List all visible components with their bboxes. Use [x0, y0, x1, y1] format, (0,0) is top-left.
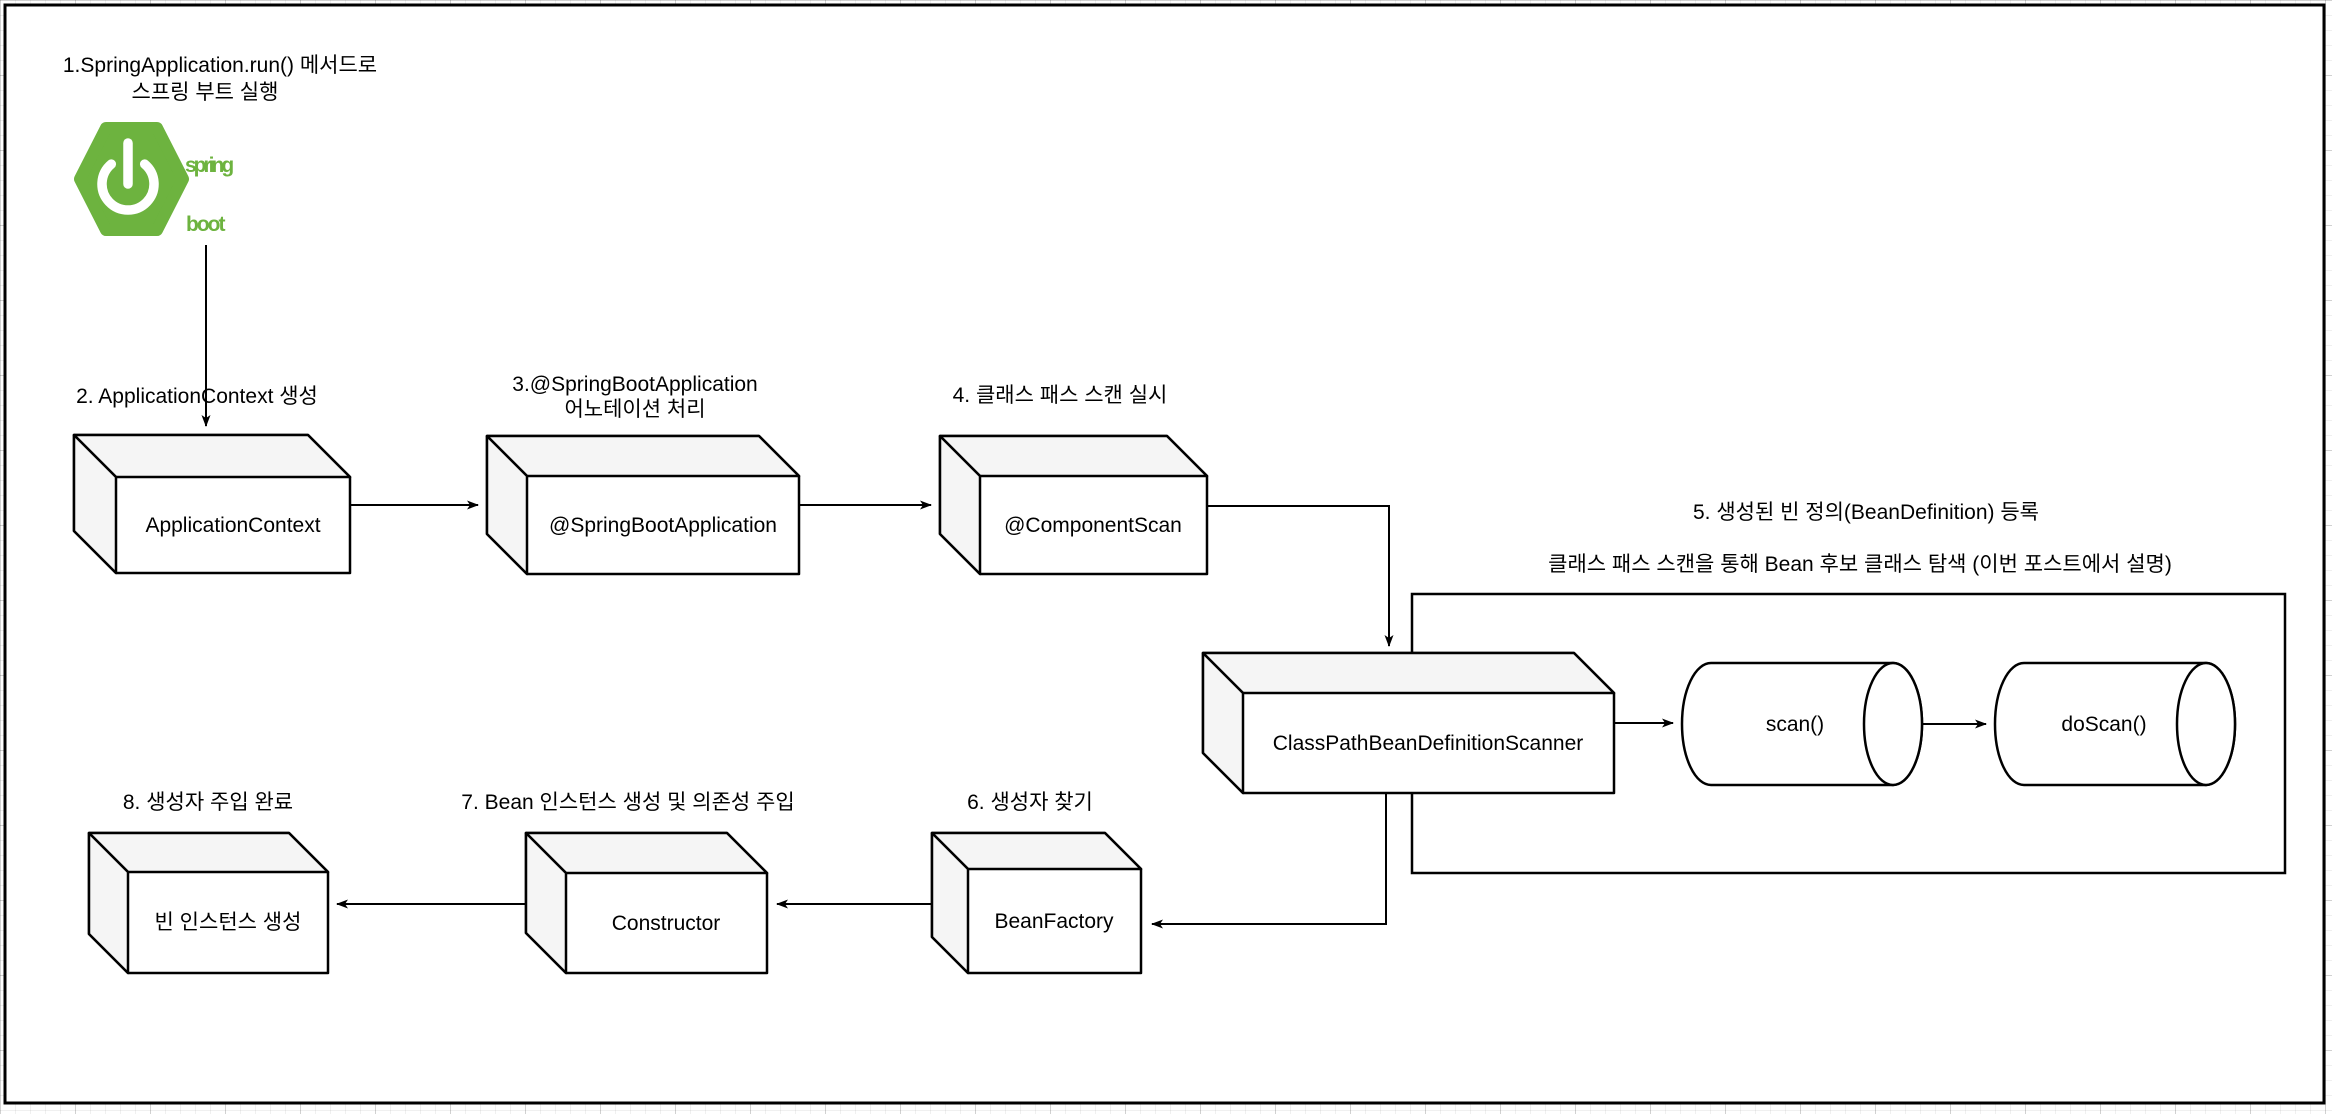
edges — [201, 245, 1987, 929]
step3-label-line2: 어노테이션 처리 — [564, 398, 705, 421]
step4-label: 4. 클래스 패스 스캔 실시 — [953, 384, 1168, 407]
step8-label: 8. 생성자 주입 완료 — [123, 791, 293, 814]
node-doscan-method: doScan() — [1993, 661, 2237, 787]
step5-label: 5. 생성된 빈 정의(BeanDefinition) 등록 클래스 패스 스캔… — [1548, 501, 2172, 576]
node-constructor: Constructor — [524, 831, 769, 975]
node-componentscan-label: @ComponentScan — [1004, 514, 1182, 537]
node-classpathbeandefinitionscanner-label: ClassPathBeanDefinitionScanner — [1273, 732, 1584, 755]
node-doscan-method-label: doScan() — [2061, 713, 2146, 736]
edge-scanner-to-beanfactory — [1151, 793, 1387, 929]
step1-label-line1: 1.SpringApplication.run() 메서드로 — [63, 54, 377, 77]
step3-label: 3.@SpringBootApplication 어노테이션 처리 — [512, 373, 757, 421]
step5-label-line2: 클래스 패스 스캔을 통해 Bean 후보 클래스 탐색 (이번 포스트에서 설… — [1548, 553, 2172, 576]
node-beanfactory-label: BeanFactory — [994, 910, 1114, 933]
step1-label: 1.SpringApplication.run() 메서드로 스프링 부트 실행 — [63, 54, 377, 104]
step1-label-line2: 스프링 부트 실행 — [132, 81, 279, 104]
node-beanfactory: BeanFactory — [930, 831, 1143, 975]
step6-label: 6. 생성자 찾기 — [967, 791, 1093, 814]
node-springbootapplication-label: @SpringBootApplication — [549, 514, 777, 537]
node-bean-instance-label: 빈 인스턴스 생성 — [155, 911, 302, 934]
node-scan-method-label: scan() — [1766, 713, 1824, 736]
logo-text-spring: spring — [185, 154, 233, 177]
step7-label: 7. Bean 인스턴스 생성 및 의존성 주입 — [461, 791, 794, 814]
node-constructor-label: Constructor — [612, 912, 721, 935]
step3-label-line1: 3.@SpringBootApplication — [512, 373, 757, 396]
edge-componentscan-to-scanner — [1207, 505, 1394, 647]
node-bean-instance: 빈 인스턴스 생성 — [87, 831, 330, 975]
node-applicationcontext: ApplicationContext — [72, 433, 352, 575]
node-springbootapplication: @SpringBootApplication — [485, 434, 801, 576]
node-scan-method: scan() — [1680, 661, 1924, 787]
node-classpathbeandefinitionscanner: ClassPathBeanDefinitionScanner — [1201, 651, 1616, 795]
step2-label: 2. ApplicationContext 생성 — [76, 385, 318, 408]
node-applicationcontext-label: ApplicationContext — [145, 514, 320, 537]
step5-label-line1: 5. 생성된 빈 정의(BeanDefinition) 등록 — [1693, 501, 2039, 524]
spring-boot-logo: spring boot — [74, 122, 236, 236]
power-icon — [97, 159, 159, 215]
node-componentscan: @ComponentScan — [938, 434, 1209, 576]
logo-text-boot: boot — [186, 213, 225, 236]
spring-leaf-icon — [74, 122, 189, 236]
